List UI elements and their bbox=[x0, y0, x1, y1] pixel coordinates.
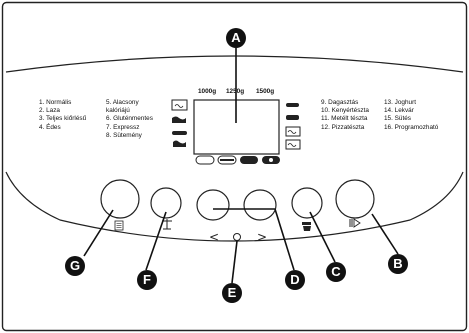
bowl-icon-2 bbox=[173, 140, 186, 147]
callout-g: G bbox=[65, 256, 85, 276]
crust-pill-dark bbox=[240, 156, 258, 164]
program-item: 1. Normális bbox=[39, 99, 72, 106]
callout-b: B bbox=[388, 254, 408, 274]
panel-lower-edge bbox=[5, 171, 464, 242]
left-status-icons bbox=[171, 99, 188, 147]
start-stop-icon bbox=[349, 218, 361, 228]
callout-c: C bbox=[326, 262, 346, 282]
crust-icon-medium bbox=[286, 115, 299, 120]
program-list-3: 9. Dagasztás 10. Kenyértészta 11. Metélt… bbox=[321, 99, 369, 132]
program-item: 8. Sütemény bbox=[106, 131, 142, 139]
program-item: 15. Sütés bbox=[384, 115, 412, 123]
right-status-icons bbox=[285, 103, 301, 150]
buttons bbox=[100, 179, 375, 221]
leader-e bbox=[231, 240, 238, 284]
program-item: 10. Kenyértészta bbox=[321, 107, 369, 115]
callout-a: A bbox=[226, 28, 246, 48]
program-item: 3. Teljes kiőrlésű bbox=[39, 115, 87, 123]
crust-button[interactable] bbox=[291, 187, 323, 219]
leader-c bbox=[309, 211, 336, 263]
center-indicator-icon bbox=[233, 233, 241, 241]
program-item: 6. Gluténmentes bbox=[106, 115, 153, 123]
program-list-4: 13. Joghurt 14. Lekvár 15. Sütés 16. Pro… bbox=[384, 99, 438, 132]
program-item: 9. Dagasztás bbox=[321, 99, 359, 106]
weight-label-3: 1500g bbox=[256, 88, 275, 95]
crust-icon-light bbox=[171, 99, 188, 111]
program-list-1: 1. Normális 2. Laza 3. Teljes kiőrlésű 4… bbox=[39, 99, 86, 132]
crust-pill-light bbox=[195, 155, 215, 165]
program-list-2: 5. Alacsony kalóriájú 6. Gluténmentes 7.… bbox=[106, 99, 153, 140]
weight-label-1: 1000g bbox=[198, 88, 217, 95]
callout-d: D bbox=[285, 270, 305, 290]
bar-icon bbox=[172, 131, 187, 135]
program-item: kalóriájú bbox=[106, 107, 130, 115]
start-stop-button[interactable] bbox=[335, 179, 375, 219]
crust-icon-dark bbox=[286, 103, 299, 107]
leader-b bbox=[371, 213, 399, 255]
oven-icon-1 bbox=[285, 126, 301, 137]
leader-d bbox=[274, 208, 295, 271]
menu-button[interactable] bbox=[100, 179, 140, 219]
program-item: 14. Lekvár bbox=[384, 107, 414, 115]
right-arrow-icon: > bbox=[257, 230, 267, 244]
bowl-icon bbox=[172, 116, 186, 123]
program-item: 13. Joghurt bbox=[384, 99, 416, 106]
callout-e: E bbox=[222, 283, 242, 303]
left-arrow-button[interactable] bbox=[196, 189, 230, 221]
leader-f bbox=[145, 211, 167, 271]
program-item: 2. Laza bbox=[39, 107, 60, 115]
leader-lines bbox=[83, 48, 399, 284]
panel-upper-edge bbox=[5, 55, 464, 73]
program-item: 12. Pizzatészta bbox=[321, 123, 365, 131]
crust-color-icon bbox=[302, 222, 311, 231]
weight-label-2: 1250g bbox=[226, 88, 245, 95]
oven-icon-2 bbox=[285, 139, 301, 150]
program-item: 7. Expressz bbox=[106, 123, 140, 131]
callout-f: F bbox=[137, 270, 157, 290]
weight-button[interactable] bbox=[150, 187, 182, 219]
program-item: 11. Metélt tészta bbox=[321, 115, 368, 123]
crust-pills bbox=[195, 155, 280, 165]
program-item: 4. Édes bbox=[39, 123, 61, 131]
left-arrow-icon: < bbox=[209, 230, 219, 244]
program-item: 5. Alacsony bbox=[106, 99, 139, 106]
program-item: 16. Programozható bbox=[384, 123, 439, 131]
button-symbols: < > bbox=[114, 218, 361, 244]
right-arrow-button[interactable] bbox=[243, 189, 277, 221]
leader-g bbox=[83, 209, 114, 257]
